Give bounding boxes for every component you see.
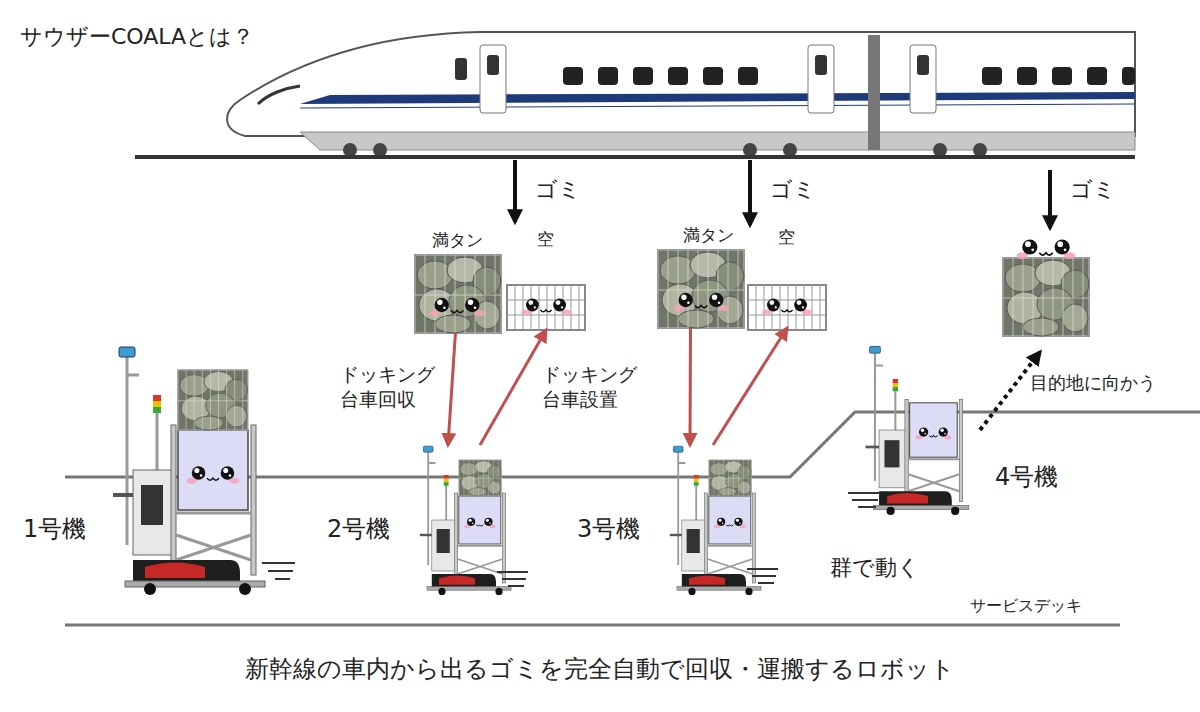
robot <box>865 346 968 515</box>
motion-lines <box>497 572 528 586</box>
train-window <box>1017 67 1037 85</box>
train-window <box>1122 67 1135 85</box>
garbage-arrow <box>748 160 752 225</box>
garbage-cart: 満タン <box>415 255 500 332</box>
robot-unit: 2号機 <box>415 445 511 595</box>
full-cart <box>1003 258 1089 336</box>
train-window <box>982 67 1002 85</box>
cart-face <box>1017 239 1076 258</box>
train-window <box>633 67 653 85</box>
edge-label: ドッキング 台車設置 <box>542 362 654 411</box>
annotation: ゴミ <box>535 177 581 203</box>
robot <box>670 446 761 595</box>
annotation: ゴミ <box>770 177 816 203</box>
docking-arrow <box>480 330 546 445</box>
garbage-arrow <box>513 160 517 222</box>
train-wheel <box>783 143 797 157</box>
motion-lines <box>262 563 295 579</box>
train-body <box>227 32 1135 136</box>
robot-load <box>709 460 751 496</box>
docking-arrow <box>689 328 693 445</box>
unit-label: 4号機 <box>995 463 1058 492</box>
rail-track <box>135 155 1135 159</box>
train-window <box>487 55 499 75</box>
robot-load <box>459 460 501 496</box>
train-window <box>455 58 467 80</box>
annotation: サービスデッキ <box>970 596 1082 615</box>
cart-status: 空 <box>537 229 554 249</box>
train-wheel <box>373 143 387 157</box>
train-window <box>668 67 688 85</box>
empty-cart <box>748 285 826 330</box>
train-window <box>815 55 827 75</box>
robot-unit: 3号機 <box>665 445 761 595</box>
motion-lines <box>747 569 778 583</box>
annotation: 目的地に向かう <box>1030 372 1156 394</box>
docking-arrow <box>713 328 787 445</box>
full-cart <box>658 250 744 328</box>
train-stripe <box>300 92 1135 104</box>
platform-line <box>65 624 1120 627</box>
cart-status: 満タン <box>683 225 734 245</box>
garbage-cart: 空 <box>748 285 826 328</box>
train-window <box>1052 67 1072 85</box>
train-cockpit <box>258 86 300 104</box>
car-gap <box>868 35 880 150</box>
train-door <box>910 45 936 113</box>
unit-label: 1号機 <box>23 515 86 544</box>
train-window <box>1087 67 1107 85</box>
cart-status: 満タン <box>432 230 483 250</box>
cart-face <box>762 299 812 315</box>
unit-label: 3号機 <box>577 515 640 544</box>
cart-face <box>429 298 485 316</box>
train-window <box>738 67 758 85</box>
train-wheel <box>933 143 947 157</box>
robot <box>113 347 265 595</box>
garbage-cart: 満タン <box>658 250 745 328</box>
robot-load <box>178 370 248 430</box>
train-window <box>563 67 583 85</box>
train-stripe <box>300 104 1135 108</box>
train-wheel <box>343 143 357 157</box>
motion-lines <box>848 493 880 507</box>
train-wheel <box>743 143 757 157</box>
robot-unit: 1号機 <box>105 345 265 595</box>
robot-unit: 4号機 <box>860 345 969 515</box>
annotation: ゴミ <box>1070 177 1116 203</box>
train-door <box>480 45 506 113</box>
full-cart <box>415 255 501 333</box>
annotation: 群で動く <box>830 555 920 581</box>
title: サウザーCOALAとは？ <box>20 24 254 50</box>
cart-face <box>521 299 571 315</box>
cart-status: 空 <box>778 227 795 247</box>
cart-face <box>673 293 729 311</box>
empty-cart <box>507 285 585 330</box>
garbage-cart: 空 <box>507 285 585 330</box>
train-door <box>808 45 834 113</box>
docking-arrow <box>448 332 456 445</box>
train-window <box>703 67 723 85</box>
train-underbody <box>300 132 1135 150</box>
unit-label: 2号機 <box>327 515 390 544</box>
train-window <box>917 55 929 75</box>
train-wheel <box>973 143 987 157</box>
garbage-arrow <box>1048 170 1052 228</box>
train-window <box>598 67 618 85</box>
edge-label: ドッキング 台車回収 <box>340 362 452 411</box>
caption: 新幹線の車内から出るゴミを完全自動で回収・運搬するロボット <box>0 655 1200 684</box>
